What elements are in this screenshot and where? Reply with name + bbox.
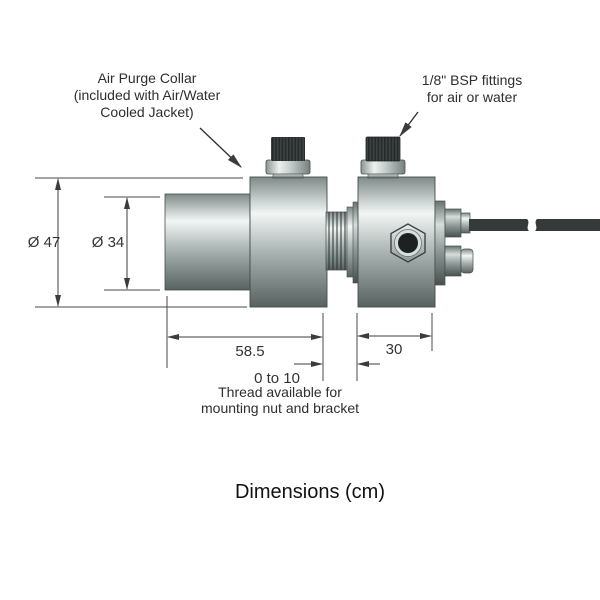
bsp-fitting-rear bbox=[360, 136, 406, 179]
back-flange bbox=[434, 200, 446, 286]
bsp-callout: 1/8" BSP fittings for air or water bbox=[421, 72, 523, 105]
dim-outer-diameter: Ø 47 bbox=[27, 234, 61, 251]
diagram-caption: Dimensions (cm) bbox=[234, 481, 386, 503]
thread-note: Thread available for mounting nut and br… bbox=[201, 384, 359, 416]
extension-lines bbox=[35, 177, 433, 381]
air-purge-leader bbox=[199, 127, 242, 168]
air-purge-callout: Air Purge Collar (included with Air/Wate… bbox=[73, 70, 221, 120]
dim-snout-diameter: Ø 34 bbox=[91, 234, 125, 251]
hex-plug bbox=[390, 223, 426, 263]
bsp-fitting-front bbox=[265, 137, 311, 179]
leader-arrows bbox=[199, 111, 419, 168]
rear-connector bbox=[444, 245, 474, 277]
cable-gland bbox=[444, 208, 471, 238]
bsp-leader bbox=[399, 111, 419, 138]
sensor-assembly bbox=[164, 136, 600, 308]
air-purge-collar-body bbox=[249, 176, 328, 308]
dim-front-length: 58.5 bbox=[235, 343, 265, 360]
sensor-snout bbox=[164, 193, 251, 291]
dimension-lines bbox=[55, 178, 432, 367]
dim-rear-length: 30 bbox=[385, 341, 403, 358]
mounting-thread bbox=[325, 211, 349, 271]
dim-thread-range: 0 to 10 bbox=[254, 370, 300, 387]
cable bbox=[469, 219, 600, 231]
